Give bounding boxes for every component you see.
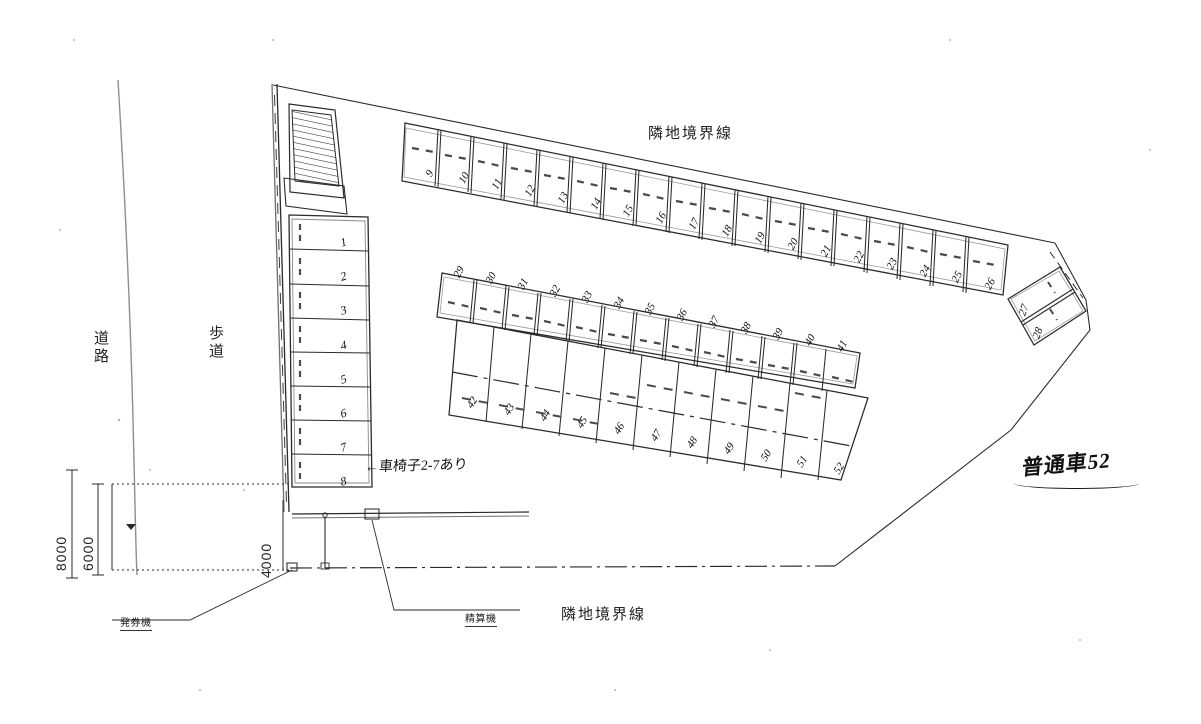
dimension-8000: 8000 <box>53 535 69 571</box>
dimension-4000: 4000 <box>258 542 274 578</box>
boundary-line-label-top: 隣地境界線 <box>648 126 734 142</box>
sidewalk-label: 歩道 <box>207 325 223 361</box>
road-label: 道路 <box>92 330 108 366</box>
dimension-6000: 6000 <box>80 535 96 571</box>
payment-machine-label: 精算機 <box>465 610 497 627</box>
wheelchair-note: ←車椅子2-7あり <box>364 457 469 476</box>
total-underline <box>1014 478 1139 489</box>
boundary-line-label-bottom: 隣地境界線 <box>561 607 647 623</box>
ticket-dispenser-label: 発券機 <box>120 614 152 631</box>
